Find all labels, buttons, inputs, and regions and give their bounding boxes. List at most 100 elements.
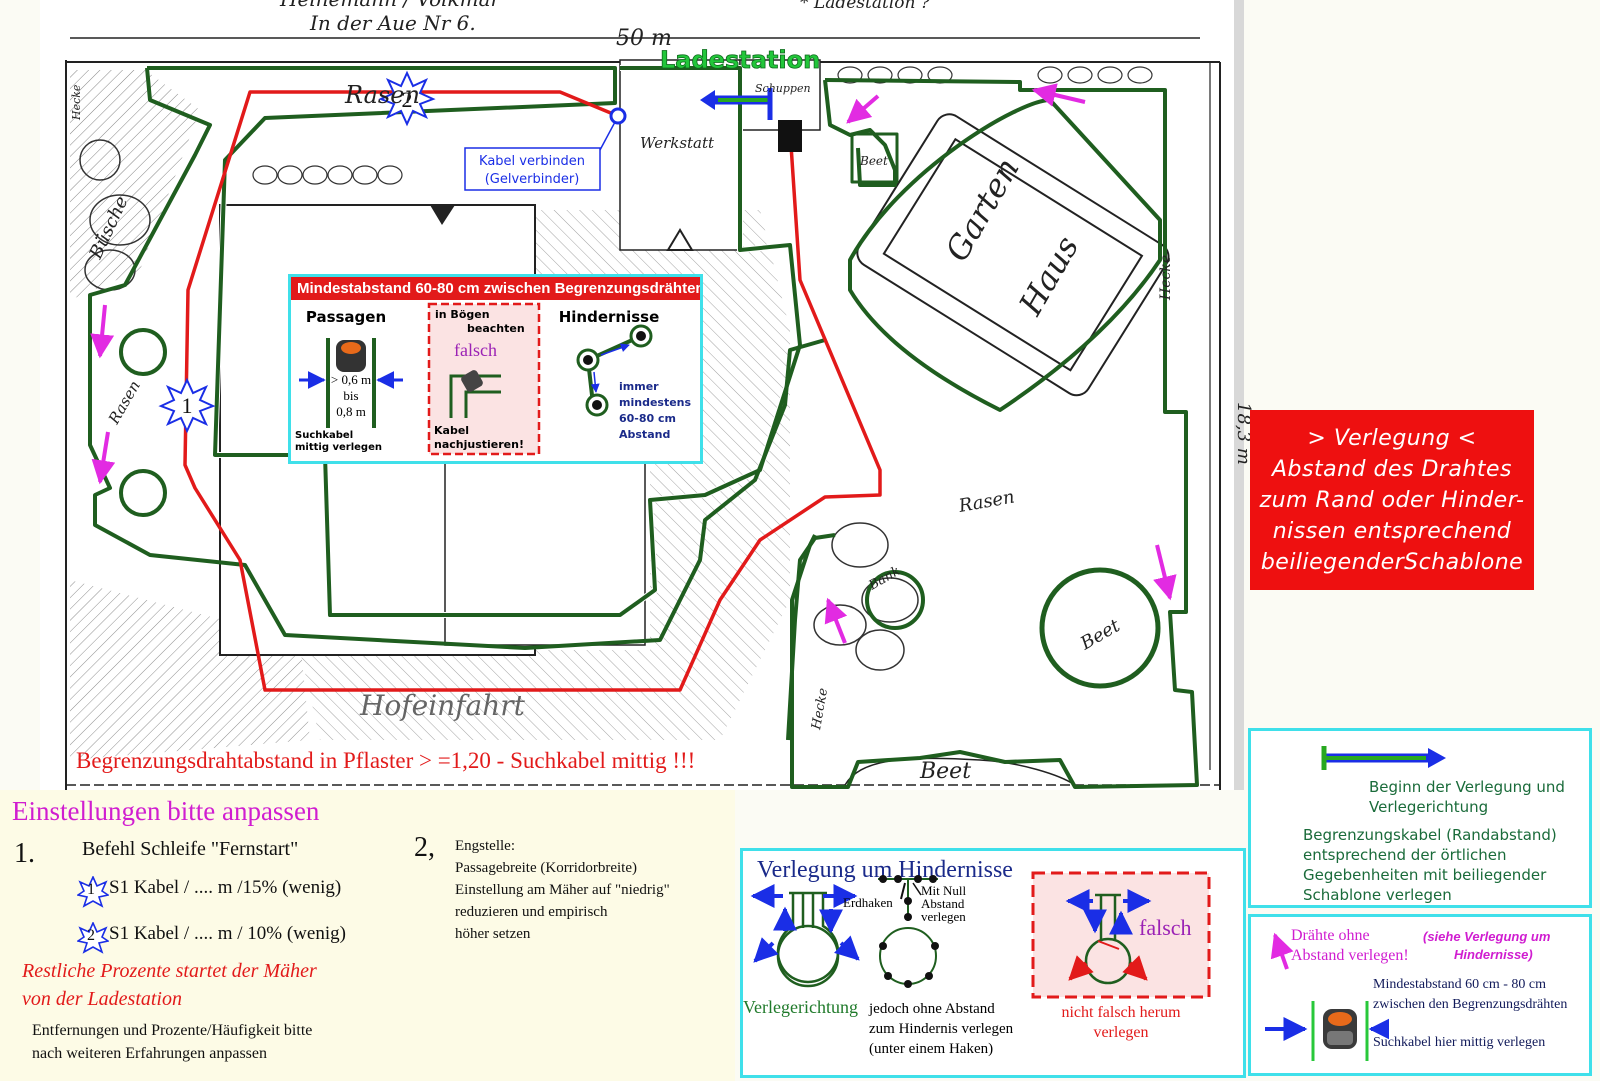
legend-kabel-1: Begrenzungskabel (Randabstand) xyxy=(1303,826,1557,844)
legend-mind-1: Mindestabstand 60 cm - 80 cm xyxy=(1373,977,1547,992)
legend-beginn-1: Beginn der Verlegung und xyxy=(1369,778,1565,796)
settings-s1-line-1: S1 Kabel / .... m /15% (wenig) xyxy=(109,877,342,898)
star-label-2: 2 xyxy=(402,87,413,112)
laying-note-line-3: zum Rand oder Hinder- xyxy=(1259,487,1525,513)
legend-top: Beginn der Verlegung und Verlegerichtung… xyxy=(1248,728,1592,908)
station-label: Ladestation xyxy=(660,46,820,74)
narrow-line-5: höher setzen xyxy=(455,926,531,942)
mit-null-2: Abstand xyxy=(921,896,965,911)
settings-number-1: 1. xyxy=(14,838,35,869)
hindernisse-title: Hindernisse xyxy=(559,308,660,326)
legend-draehte-2: Abstand verlegen! xyxy=(1291,947,1409,964)
narrow-line-4: reduzieren und empirisch xyxy=(455,904,608,920)
legend-such: Suchkabel hier mittig verlegen xyxy=(1373,1035,1546,1050)
label-hecke-1: Hecke xyxy=(1158,255,1174,301)
star-marker-2 xyxy=(378,70,436,127)
legend-bottom: Drähte ohne Abstand verlegen! (siehe Ver… xyxy=(1248,914,1592,1076)
min-distance-illustrations: Passagen > 0,6 m bis 0,8 m Suchkabel mit… xyxy=(295,302,691,456)
bogen-note-2: nachjustieren! xyxy=(434,438,524,451)
settings-distances-line-2: nach weiteren Erfahrungen anpassen xyxy=(32,1045,267,1062)
obstacle-illustrations: Verlegung um Hindernisse Verlegerichtung… xyxy=(743,857,1211,1057)
label-rasen-top: Rasen xyxy=(344,81,420,109)
jedoch-line-3: (unter einem Haken) xyxy=(869,1041,993,1057)
laying-note-line-2: Abstand des Drahtes xyxy=(1272,456,1512,482)
passagen-note-2: mittig verlegen xyxy=(295,442,382,453)
passagen-range-2: bis xyxy=(343,388,358,403)
house-roof-triangle xyxy=(430,205,455,225)
charging-label-top: * Ladestation ? xyxy=(800,0,931,13)
laying-note-line-5: beiliegenderSchablone xyxy=(1260,549,1524,575)
erdhaken-label: Erdhaken xyxy=(843,895,893,910)
star-marker-1 xyxy=(158,377,216,434)
legend-beginn-2: Verlegerichtung xyxy=(1369,798,1489,816)
bogen-falsch: falsch xyxy=(454,340,497,360)
cable-connect-box xyxy=(464,147,601,191)
jedoch-line-2: zum Hindernis verlegen xyxy=(869,1021,1014,1037)
narrow-line-3: Einstellung am Mäher auf "niedrig" xyxy=(455,882,670,898)
settings-area xyxy=(0,790,735,1081)
magenta-arrows xyxy=(90,83,1177,644)
bogen-title-2: beachten xyxy=(467,322,525,335)
hindernisse-note-1: immer xyxy=(619,380,659,393)
legend-start-arrow-icon xyxy=(1321,746,1446,770)
hindernisse-note-4: Abstand xyxy=(619,428,670,441)
min-distance-panel: Mindestabstand 60-80 cm zwischen Begrenz… xyxy=(288,274,703,464)
warning-triangle xyxy=(666,228,694,251)
boundary-wire xyxy=(88,65,1199,789)
legend-siehe-1: (siehe Verlegung um xyxy=(1423,929,1551,944)
obstacle-laying-box: Verlegung um Hindernisse Verlegerichtung… xyxy=(740,848,1246,1078)
werkstatt-block xyxy=(619,59,741,251)
label-hecke-2: Hecke xyxy=(809,687,831,732)
legend-mind-2: zwischen den Begrenzungsdrähten xyxy=(1373,997,1568,1012)
plan-side-strip xyxy=(1234,0,1244,790)
settings-star-1-label: 1 xyxy=(87,881,95,898)
passagen-range-3: 0,8 m xyxy=(336,404,366,419)
legend-draehte-1: Drähte ohne xyxy=(1291,927,1370,944)
verlegerichtung-label: Verlegerichtung xyxy=(743,997,858,1017)
cable-connector xyxy=(609,107,627,125)
nicht-falsch-line-2: verlegen xyxy=(1093,1024,1148,1041)
hindernisse-note-3: 60-80 cm xyxy=(619,412,676,425)
chain-pattern xyxy=(252,66,1153,185)
laying-note: > Verlegung < Abstand des Drahtes zum Ra… xyxy=(1250,410,1534,590)
mit-null-1: Mit Null xyxy=(921,883,967,898)
settings-star-2-label: 2 xyxy=(87,927,95,944)
legend-kabel-3: Gegebenheiten mit beiliegender xyxy=(1303,866,1547,884)
address-line-2: In der Aue Nr 6. xyxy=(309,11,476,35)
label-hofeinfahrt: Hofeinfahrt xyxy=(359,689,526,722)
label-hecke-3: Hecke xyxy=(70,84,83,121)
settings-title: Einstellungen bitte anpassen xyxy=(12,796,320,826)
width-dimension: 50 m xyxy=(616,26,672,51)
mit-null-3: verlegen xyxy=(921,909,966,924)
narrow-line-2: Passagebreite (Korridorbreite) xyxy=(455,860,638,876)
gartenhaus xyxy=(856,113,1170,397)
passagen-note-1: Suchkabel xyxy=(295,430,353,441)
legend-mower-passage-icon xyxy=(1265,1001,1389,1061)
beet-bottom-shape xyxy=(844,757,1076,786)
jedoch-line-1: jedoch ohne Abstand xyxy=(868,1001,995,1017)
legend-magenta-arrow-icon xyxy=(1270,932,1294,970)
address-line-1: Heinemann / Volkmar xyxy=(279,0,502,11)
laying-note-line-4: nissen entsprechend xyxy=(1272,518,1512,544)
hindernisse-note-2: mindestens xyxy=(619,396,691,409)
settings-star-2 xyxy=(77,922,109,954)
label-schuppen: Schuppen xyxy=(755,82,811,95)
legend-kabel-2: entsprechend der örtlichen xyxy=(1303,846,1507,864)
label-beet-top: Beet xyxy=(859,154,888,168)
label-werkstatt: Werkstatt xyxy=(640,134,715,152)
bogen-note-1: Kabel xyxy=(434,424,469,437)
start-arrow xyxy=(700,88,773,120)
settings-distances-line-1: Entfernungen und Prozente/Häufigkeit bit… xyxy=(32,1022,313,1039)
cable-connect-pointer xyxy=(599,121,616,151)
settings-number-2: 2, xyxy=(414,832,435,863)
charging-station xyxy=(778,120,802,152)
settings-rest-line-1: Restliche Prozente startet der Mäher xyxy=(22,960,317,982)
legend-siehe-2: Hindernisse) xyxy=(1454,947,1533,962)
min-distance-header: Mindestabstand 60-80 cm zwischen Begrenz… xyxy=(291,277,700,300)
passagen-range-1: > 0,6 m xyxy=(331,372,371,387)
settings-s1-line-2: S1 Kabel / .... m / 10% (wenig) xyxy=(109,923,346,944)
nicht-falsch-line-1: nicht falsch herum xyxy=(1061,1004,1181,1021)
pflaster-note: Begrenzungsdrahtabstand in Pflaster > =1… xyxy=(76,748,695,773)
cable-connect-line-2: (Gelverbinder) xyxy=(485,172,580,187)
laying-note-line-1: > Verlegung < xyxy=(1307,425,1477,451)
